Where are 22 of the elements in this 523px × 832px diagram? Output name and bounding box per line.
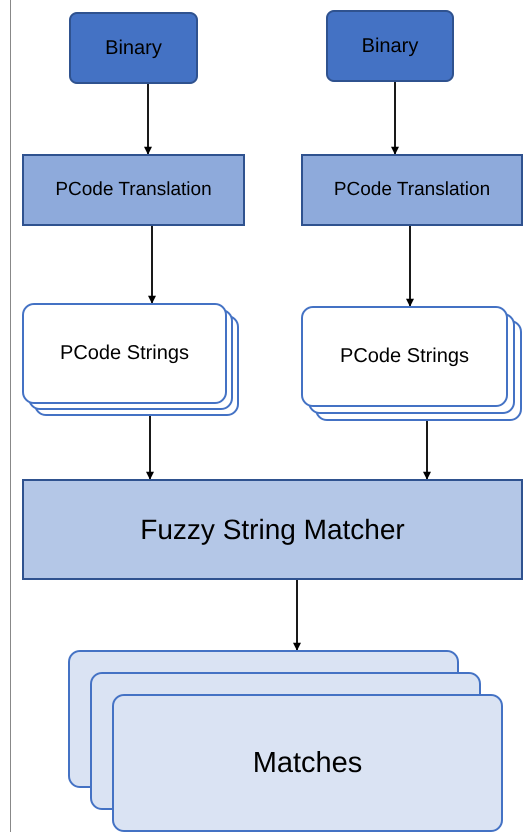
arrow bbox=[144, 84, 152, 155]
node-label: PCode Translation bbox=[55, 179, 212, 201]
node-label: Binary bbox=[362, 34, 418, 58]
arrow bbox=[292, 580, 302, 651]
node-label: Binary bbox=[105, 36, 162, 60]
process-box bbox=[301, 154, 523, 226]
arrow bbox=[406, 226, 414, 307]
node-label: PCode Strings bbox=[60, 342, 189, 365]
input-box bbox=[69, 12, 198, 84]
node-label: Matches bbox=[252, 746, 362, 780]
arrow bbox=[422, 418, 432, 480]
document-stack bbox=[301, 306, 522, 418]
node-label: PCode Translation bbox=[334, 179, 490, 201]
document-stack bbox=[68, 650, 503, 830]
arrow bbox=[390, 82, 400, 155]
arrow bbox=[146, 415, 154, 480]
process-box bbox=[22, 154, 245, 226]
node-label: Fuzzy String Matcher bbox=[140, 514, 405, 546]
node-label: PCode Strings bbox=[340, 345, 469, 368]
input-box bbox=[326, 10, 454, 82]
arrow bbox=[148, 226, 156, 304]
process-box bbox=[22, 479, 523, 580]
